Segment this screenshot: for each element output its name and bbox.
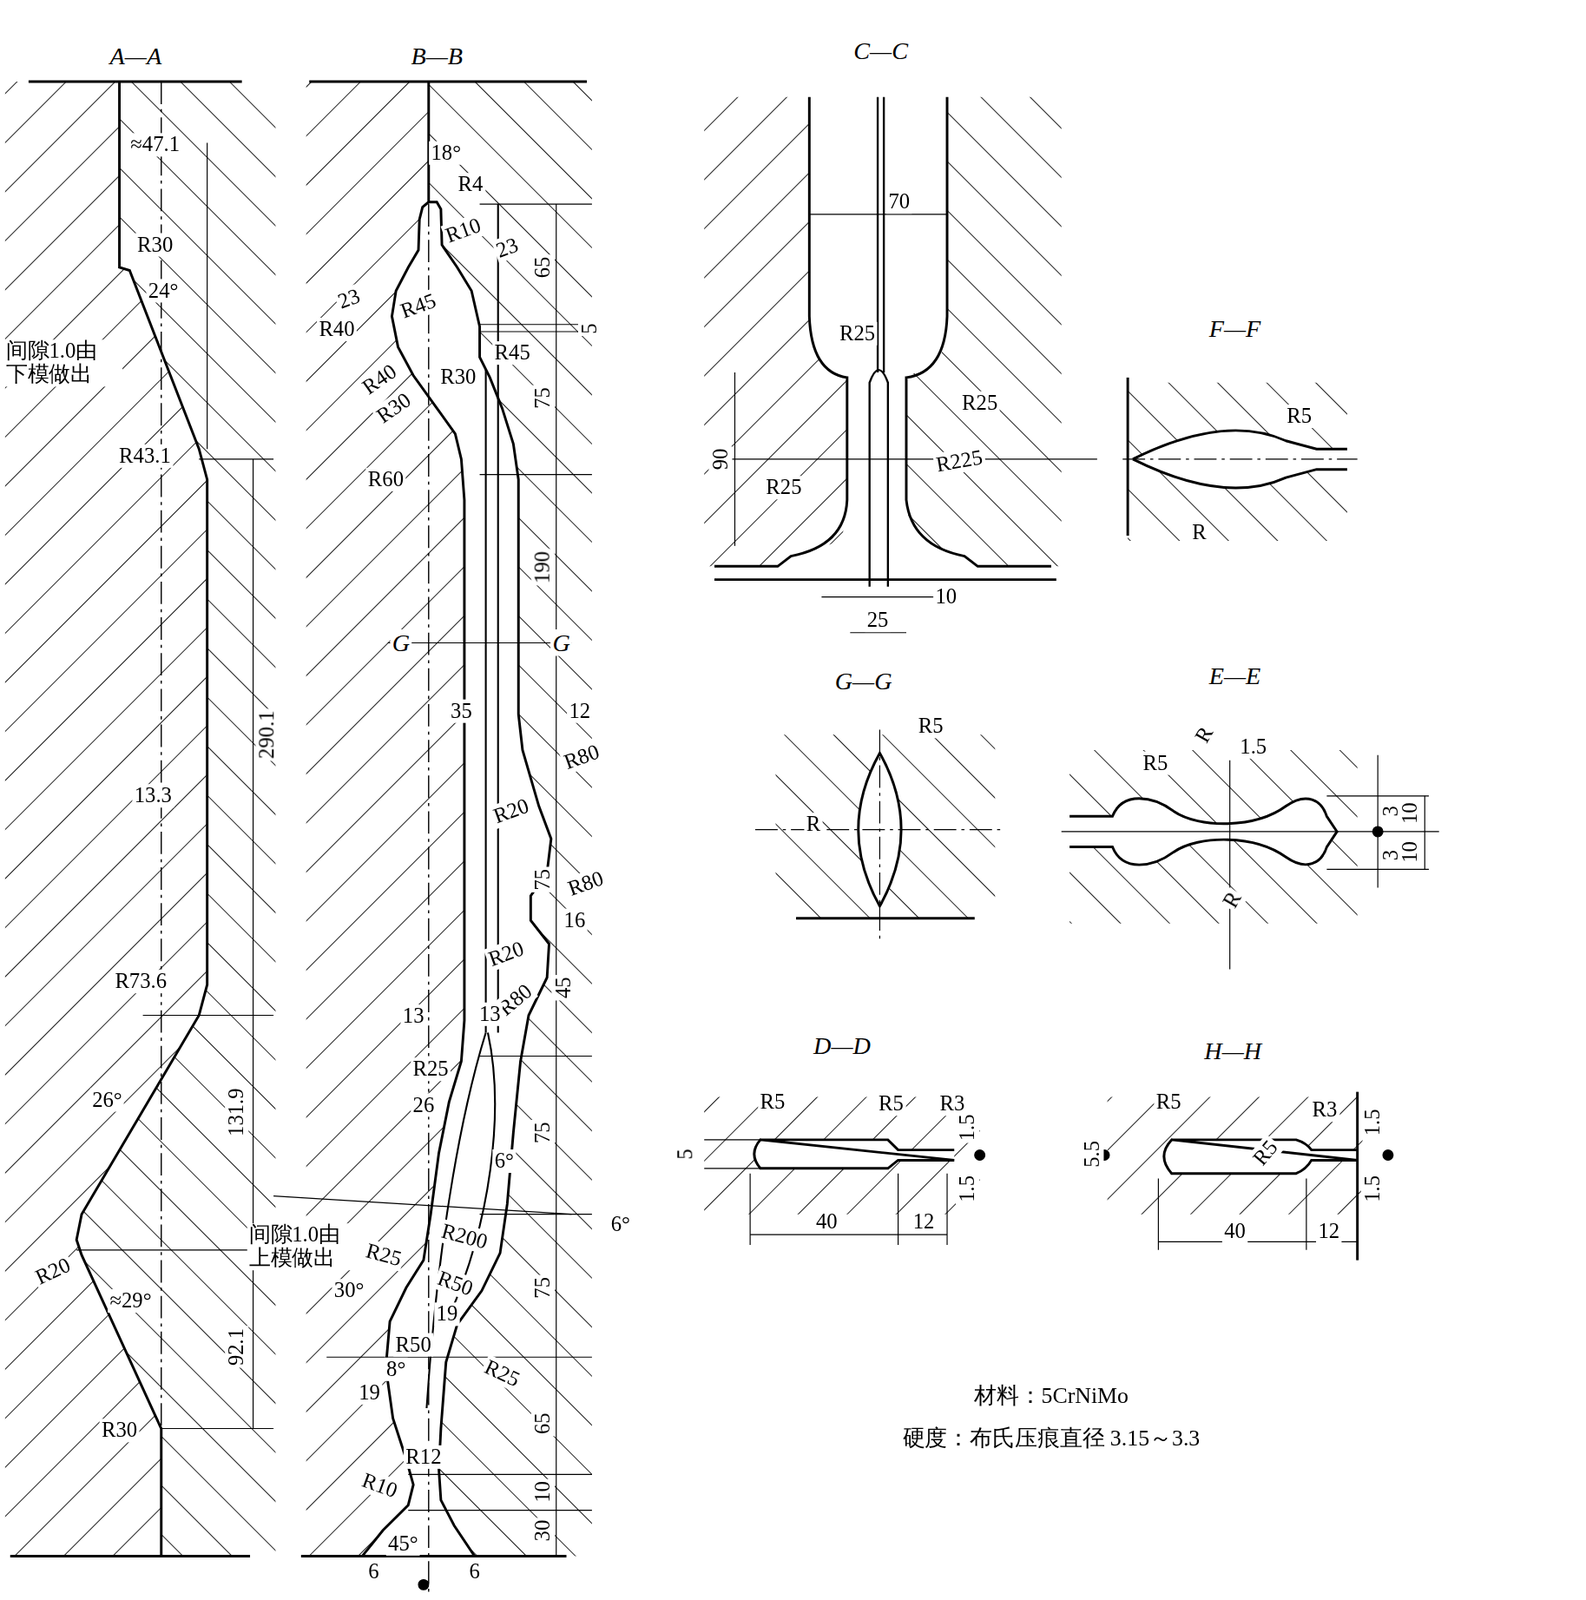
dimension-text: R5 — [876, 1092, 907, 1116]
section-label: G — [550, 629, 573, 657]
section-label: C—C — [851, 37, 910, 65]
dimension-text: 12 — [566, 699, 593, 724]
dimension-text: 5 — [673, 1146, 698, 1162]
dimension-text: R4 — [455, 172, 486, 197]
dimension-text: R50 — [393, 1333, 434, 1357]
dimension-text: 65 — [531, 1410, 555, 1436]
note-text: 材料：5CrNiMo — [972, 1383, 1132, 1409]
section-label: B—B — [408, 42, 465, 70]
dimension-text: 8° — [384, 1357, 409, 1382]
dimension-text: 1.5 — [1361, 1173, 1385, 1205]
dimension-text: 12 — [910, 1209, 936, 1233]
dimension-text: 290.1 — [255, 708, 279, 761]
dimension-text: 131.9 — [224, 1085, 249, 1139]
dimension-text: 5.5 — [1079, 1138, 1104, 1171]
dimension-text: 40 — [814, 1209, 840, 1233]
dimension-text: 45° — [386, 1532, 421, 1556]
dimension-text: 6° — [492, 1149, 516, 1173]
dimension-text: 6 — [467, 1559, 482, 1584]
dimension-text: R25 — [763, 475, 804, 500]
dimension-text: 40 — [1222, 1219, 1248, 1244]
section-label: G—G — [832, 668, 895, 696]
dimension-text: R5 — [915, 714, 946, 738]
dimension-text: 10 — [933, 585, 959, 609]
dimension-text: R30 — [99, 1418, 140, 1442]
dimension-text: 1.5 — [955, 1112, 980, 1144]
dimension-text: 19 — [356, 1381, 382, 1405]
dimension-text: R30 — [438, 365, 479, 389]
dimension-text: R12 — [403, 1445, 444, 1469]
dimension-text: 10 — [531, 1479, 555, 1505]
section-label: A—A — [107, 42, 164, 70]
dimension-text: 6° — [608, 1212, 632, 1237]
dimension-text: 12 — [1316, 1219, 1342, 1244]
dimension-text: R45 — [492, 341, 533, 365]
dimension-text: 75 — [531, 1275, 555, 1301]
note-text: 间隙1.0由 上模做出 — [247, 1223, 366, 1271]
dimension-text: 13 — [477, 1002, 503, 1027]
dimension-text: R200 — [436, 1218, 492, 1255]
dimension-text: R30 — [135, 233, 176, 257]
dimension-text: R40 — [316, 317, 357, 342]
dimension-text: 1.5 — [955, 1173, 980, 1205]
dimension-text: R20 — [488, 793, 534, 830]
dimension-text: R5 — [1140, 751, 1171, 776]
dimension-text: 90 — [708, 446, 732, 472]
dimension-text: 75 — [531, 866, 555, 892]
dimension-text: 30° — [331, 1278, 366, 1303]
dimension-text: R3 — [1309, 1098, 1340, 1122]
dimension-text: R5 — [757, 1090, 788, 1114]
section-label: D—D — [811, 1032, 874, 1060]
dimension-text: R50 — [432, 1265, 478, 1302]
dimension-text: R43.1 — [117, 444, 173, 468]
dimension-text: R45 — [395, 288, 441, 324]
dimension-text: 45 — [551, 974, 575, 1001]
section-label: E—E — [1206, 663, 1263, 691]
dimension-text: ≈47.1 — [128, 132, 182, 157]
dimension-text: 35 — [448, 699, 474, 724]
dimension-text: 75 — [531, 385, 555, 411]
dimension-text: 18° — [428, 141, 463, 165]
dimension-text: 26° — [90, 1087, 125, 1112]
dimension-text: R73.6 — [112, 969, 169, 994]
dimension-text: 13.3 — [131, 783, 174, 808]
dimension-text: 75 — [531, 1119, 555, 1146]
note-text: 硬度：布氏压痕直径 3.15～3.3 — [900, 1426, 1202, 1451]
dimension-text: 30 — [531, 1517, 555, 1543]
dimension-text: ≈29° — [107, 1289, 154, 1313]
dimension-text: 19 — [434, 1302, 460, 1326]
dimension-text: 6 — [366, 1559, 382, 1584]
dimension-text: R5 — [1284, 404, 1315, 428]
dimension-text: 10 — [1398, 839, 1422, 865]
dimension-text: R — [1189, 720, 1219, 749]
section-label: F—F — [1206, 315, 1263, 343]
dimension-text: R — [1190, 520, 1209, 545]
dimension-text: 26 — [410, 1092, 436, 1117]
dimension-text: 13 — [400, 1004, 426, 1028]
dimension-text: 24° — [145, 278, 180, 303]
section-label: H—H — [1202, 1037, 1264, 1065]
dimension-text: 1.5 — [1237, 735, 1270, 759]
dimension-text: R — [803, 812, 823, 836]
dimension-text: R25 — [837, 322, 878, 346]
dimension-text: R25 — [960, 391, 1001, 415]
section-label: G — [389, 629, 412, 657]
dimension-text: 5 — [578, 321, 602, 336]
dimension-text: 10 — [1398, 800, 1422, 826]
dimension-text: 190 — [531, 549, 555, 586]
dimension-text: 25 — [864, 608, 890, 632]
note-text: 间隙1.0由 下模做出 — [4, 339, 123, 387]
dimension-text: R60 — [365, 467, 406, 492]
dimension-text: 70 — [886, 190, 912, 214]
dimension-text: R20 — [483, 935, 529, 972]
dimension-text: 92.1 — [224, 1326, 249, 1369]
dimension-text: R5 — [1153, 1090, 1184, 1114]
dimension-text: 1.5 — [1361, 1106, 1385, 1139]
dimension-text: 65 — [531, 254, 555, 280]
dimension-text: 16 — [561, 908, 587, 933]
dimension-text: R25 — [410, 1057, 451, 1081]
